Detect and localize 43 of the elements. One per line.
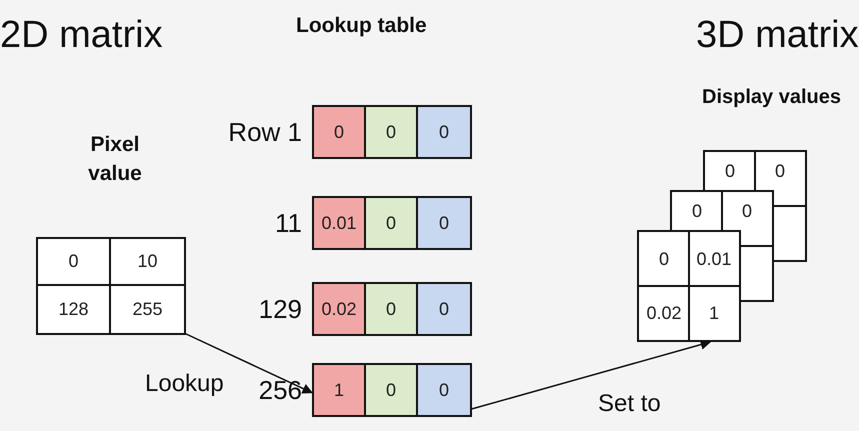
edge-label: Lookup xyxy=(145,370,224,398)
table-row xyxy=(312,282,472,336)
edge-label: Set to xyxy=(598,390,661,418)
matrix-cell: 0 xyxy=(755,152,805,190)
table-row xyxy=(312,196,472,250)
matrix-cell: 0 xyxy=(672,192,722,230)
matrix-cell: 1 xyxy=(689,286,739,340)
matrix-cell: 0 xyxy=(38,239,111,286)
matrix-cell: 0 xyxy=(639,232,689,286)
row-label: 129 xyxy=(258,294,302,325)
matrix-cell: 255 xyxy=(111,286,184,333)
diagram-heading: 2D matrix xyxy=(0,14,163,57)
table-cell: 0 xyxy=(418,198,470,248)
table-cell: 0 xyxy=(418,284,470,334)
table-cell: 0 xyxy=(366,198,418,248)
matrix-cell: 0.01 xyxy=(689,232,739,286)
table-cell: 0 xyxy=(314,107,366,157)
matrix-cell: 0.02 xyxy=(639,286,689,340)
matrix-stack-drawing xyxy=(637,150,807,342)
table-cell: 0 xyxy=(366,365,418,415)
table-row xyxy=(312,105,472,159)
matrix-cell: 128 xyxy=(38,286,111,333)
matrix-cell: 0 xyxy=(705,152,755,190)
table-cell: 0 xyxy=(418,107,470,157)
table-cell: 0.01 xyxy=(314,198,366,248)
matrix-grid xyxy=(36,237,186,335)
table-cell: 0 xyxy=(366,107,418,157)
matrix-cell: 10 xyxy=(111,239,184,286)
table-cell: 0 xyxy=(418,365,470,415)
arrow xyxy=(472,340,712,410)
table-cell: 1 xyxy=(314,365,366,415)
matrix-heading: Pixel value xyxy=(87,132,143,188)
row-label: 11 xyxy=(275,208,302,239)
table-cell: 0 xyxy=(366,284,418,334)
table-row xyxy=(312,363,472,417)
table-cell: 0.02 xyxy=(314,284,366,334)
arrow xyxy=(184,332,313,394)
matrix-heading: Display values xyxy=(702,86,841,109)
matrix-cell: 0 xyxy=(722,192,772,230)
table-heading: Lookup table xyxy=(296,14,427,38)
row-label: Row 1 xyxy=(228,117,302,148)
row-label: 256 xyxy=(258,375,302,406)
diagram-heading: 3D matrix xyxy=(696,14,859,57)
